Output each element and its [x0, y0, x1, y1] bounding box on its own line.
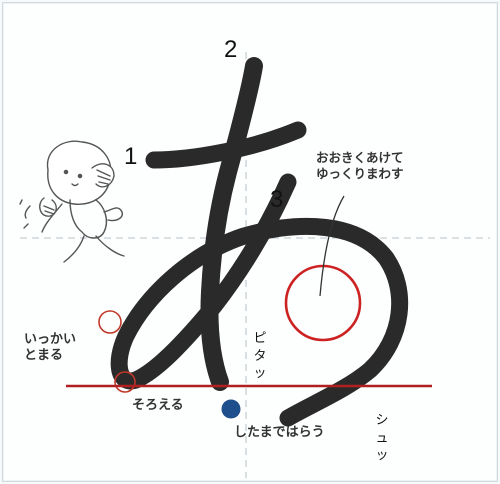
stroke-number-1: 1 — [124, 143, 138, 170]
stroke-3-loop — [110, 173, 409, 427]
sound-shu-vertical: シュッ — [375, 413, 389, 464]
stop-note: いっかい とまる — [24, 332, 76, 365]
sweep-note: したまではらう — [234, 425, 325, 440]
stroke-number-2: 2 — [224, 36, 238, 63]
big-loop-note: おおきくあけて ゆっくりまわす — [316, 150, 404, 181]
big-loop-note-line2: ゆっくりまわす — [316, 165, 404, 181]
align-note: そろえる — [132, 398, 184, 413]
stop-note-line1: いっかい — [24, 332, 77, 347]
stop-note-line2: とまる — [24, 348, 64, 364]
big-loop-note-line1: おおきくあけて — [316, 150, 404, 165]
character-a-strokes — [110, 57, 409, 427]
sound-pita-vertical: ピタッ — [253, 331, 267, 382]
pointer-line — [319, 195, 345, 297]
stroke-1-horizontal — [145, 121, 307, 169]
stroke-number-3: 3 — [270, 186, 284, 213]
big-loop-circle — [284, 264, 362, 342]
stop-marker-circle — [98, 310, 122, 334]
align-marker-circle — [114, 371, 136, 393]
blue-dot-icon — [221, 399, 241, 419]
stroke-2-vertical — [200, 57, 263, 391]
puppy-mascot-icon — [19, 140, 125, 263]
